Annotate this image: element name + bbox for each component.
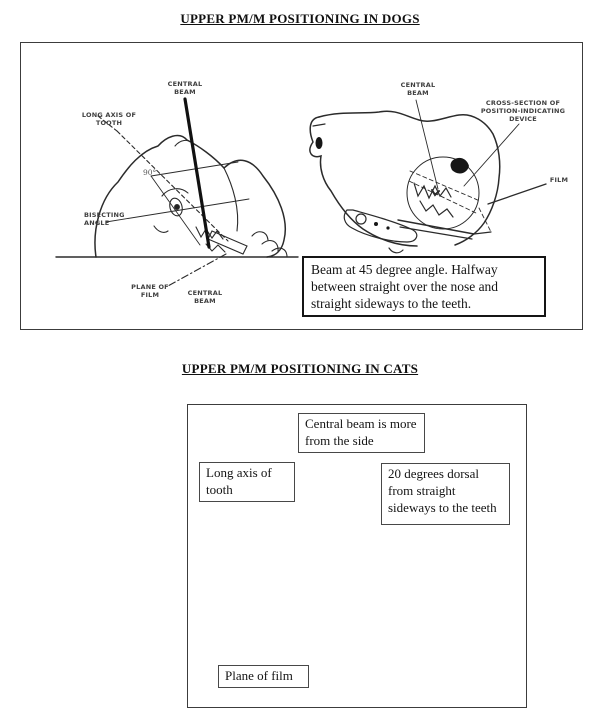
label-plane-of-film: PLANE OF FILM [131,283,169,299]
label-long-axis-of-tooth: LONG AXIS OF TOOTH [81,111,137,127]
label-film: FILM [549,176,569,184]
cat-callout-beam-angle: 20 degrees dorsal from straight sideways… [381,463,510,525]
label-central-beam-bottom: CENTRAL BEAM [187,289,223,305]
cat-callout-central-beam: Central beam is more from the side [298,413,425,453]
cat-callout-long-axis: Long axis of tooth [199,462,295,502]
label-cross-section-device: CROSS-SECTION OF POSITION-INDICATING DEV… [480,99,566,123]
dogs-section-title: UPPER PM/M POSITIONING IN DOGS [180,11,420,26]
cats-figure-frame [187,404,527,708]
label-90-degrees: 90° [143,168,157,177]
label-central-beam-top: CENTRAL BEAM [167,80,203,96]
cats-section-title: UPPER PM/M POSITIONING IN CATS [181,361,419,376]
label-bisecting-angle: BISECTING ANGLE [84,211,125,227]
label-central-beam-right: CENTRAL BEAM [400,81,436,97]
dogs-caption-box: Beam at 45 degree angle. Halfway between… [302,256,546,317]
cat-callout-plane-of-film: Plane of film [218,665,309,688]
